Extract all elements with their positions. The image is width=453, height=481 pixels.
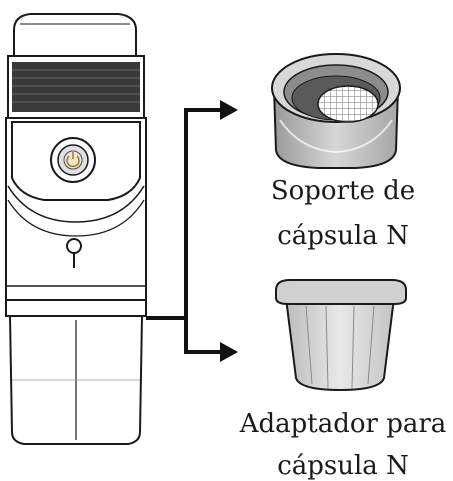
adapter-label-line1: Adaptador para — [239, 409, 447, 439]
holder-label-line2: cápsula N — [277, 221, 409, 251]
espresso-maker-icon — [5, 13, 147, 445]
holder-label-line1: Soporte de — [271, 176, 415, 206]
capsule-adapter-icon — [275, 279, 407, 392]
arrowhead-top — [220, 100, 238, 120]
capsule-holder-icon — [271, 53, 401, 169]
connector-arrows — [146, 108, 222, 354]
adapter-label-line2: cápsula N — [277, 451, 409, 481]
arrowhead-bottom — [220, 342, 238, 362]
power-button-icon — [50, 137, 96, 183]
